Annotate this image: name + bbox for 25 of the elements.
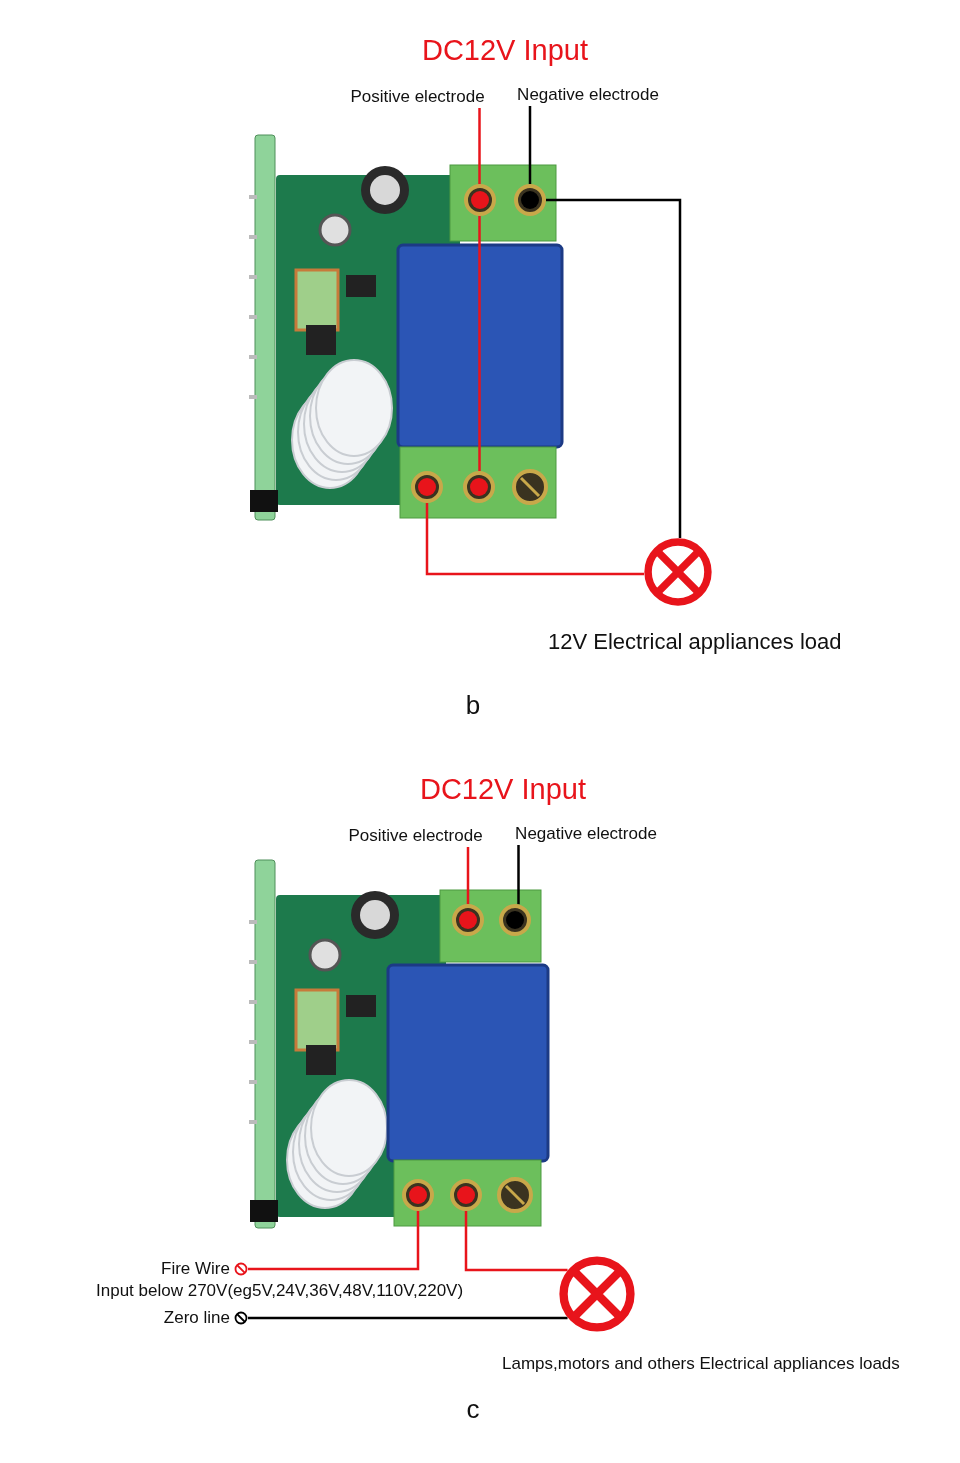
wire: [478, 108, 481, 184]
wire: [546, 198, 682, 539]
lamp-symbol: [559, 1256, 635, 1332]
wire: [466, 847, 470, 904]
wire: [248, 1316, 568, 1320]
wire-label: Negative electrode: [506, 823, 666, 845]
voltage-note: Input below 270V(eg5V,24V,36V,48V,110V,220V): [96, 1281, 465, 1301]
wire-label: Positive electrode: [340, 86, 495, 108]
wire: [464, 1211, 568, 1272]
wire: [478, 216, 481, 471]
heading: DC12V Input: [420, 34, 589, 67]
wire: [248, 1211, 420, 1271]
heading: DC12V Input: [418, 773, 587, 806]
lamp-symbol: [644, 538, 712, 606]
wire: [528, 106, 532, 184]
wire-label: Negative electrode: [508, 84, 668, 106]
wire: [517, 845, 520, 905]
wire-label: Zero line: [163, 1307, 230, 1329]
panel-letter: c: [465, 1394, 481, 1425]
load-caption: 12V Electrical appliances load: [548, 629, 842, 655]
load-caption: Lamps,motors and others Electrical appliances loads: [502, 1354, 900, 1374]
wire-label: Positive electrode: [338, 825, 493, 847]
wire: [425, 503, 645, 576]
panel-letter: b: [464, 690, 482, 721]
wire-label: Fire Wire: [161, 1258, 230, 1280]
